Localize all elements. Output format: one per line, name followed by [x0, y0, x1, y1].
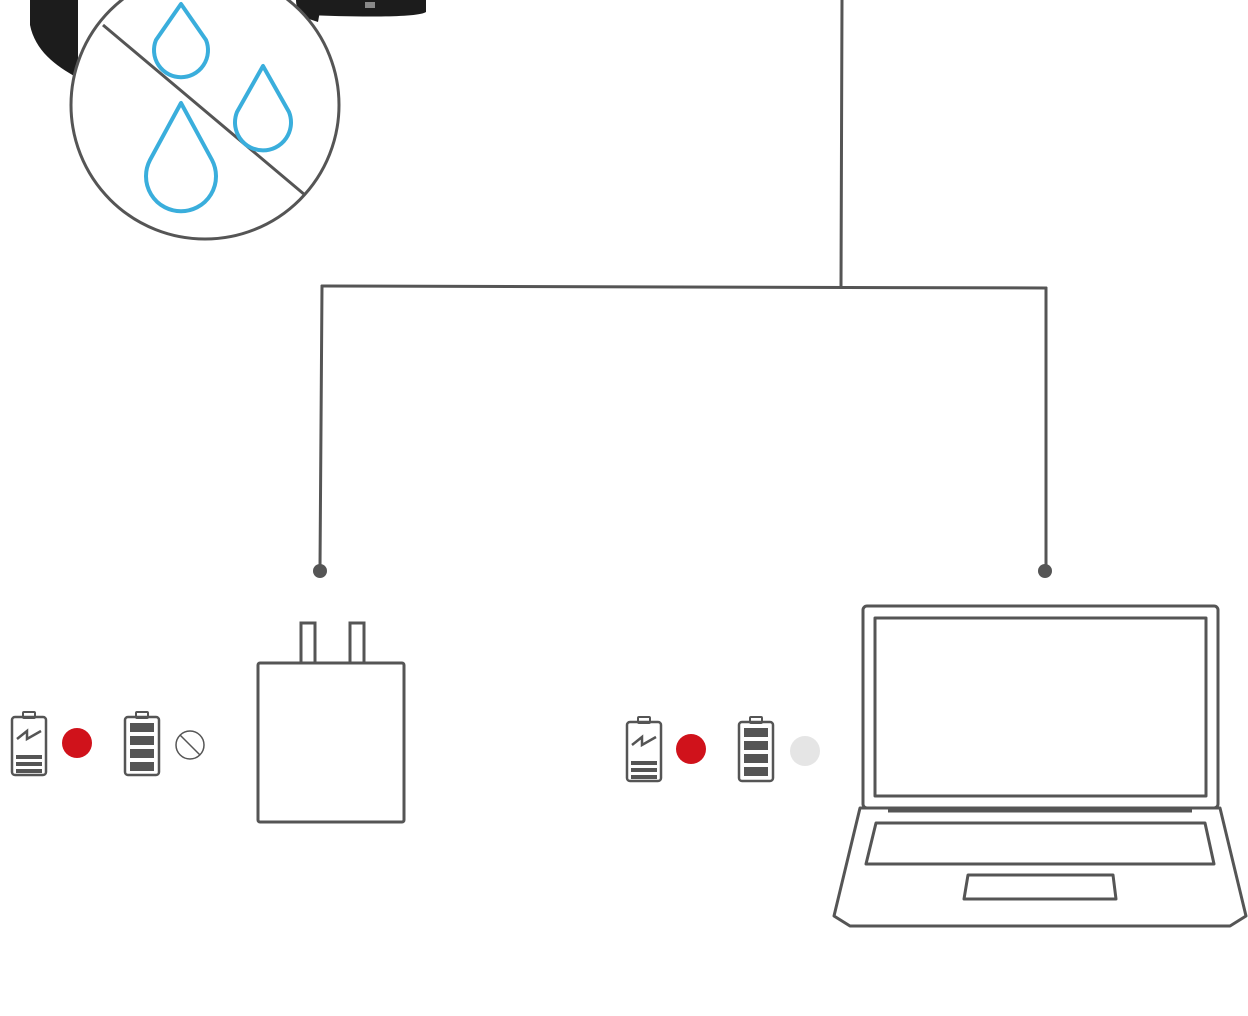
water-detail-bubble: [71, 0, 339, 239]
battery-charging-icon: [12, 712, 46, 775]
connector-node-laptop: [1038, 564, 1052, 578]
connector-tree: [320, 0, 1046, 568]
connector-node-charger: [313, 564, 327, 578]
battery-full-icon: [739, 717, 773, 781]
laptop-icon: [834, 606, 1246, 926]
charging-led-on: [676, 734, 706, 764]
charging-led-on: [62, 728, 92, 758]
prohibited-icon: [176, 731, 204, 759]
battery-charging-icon: [627, 717, 661, 781]
wall-charger-icon: [258, 623, 404, 822]
charging-led-off: [790, 736, 820, 766]
battery-full-icon: [125, 712, 159, 775]
